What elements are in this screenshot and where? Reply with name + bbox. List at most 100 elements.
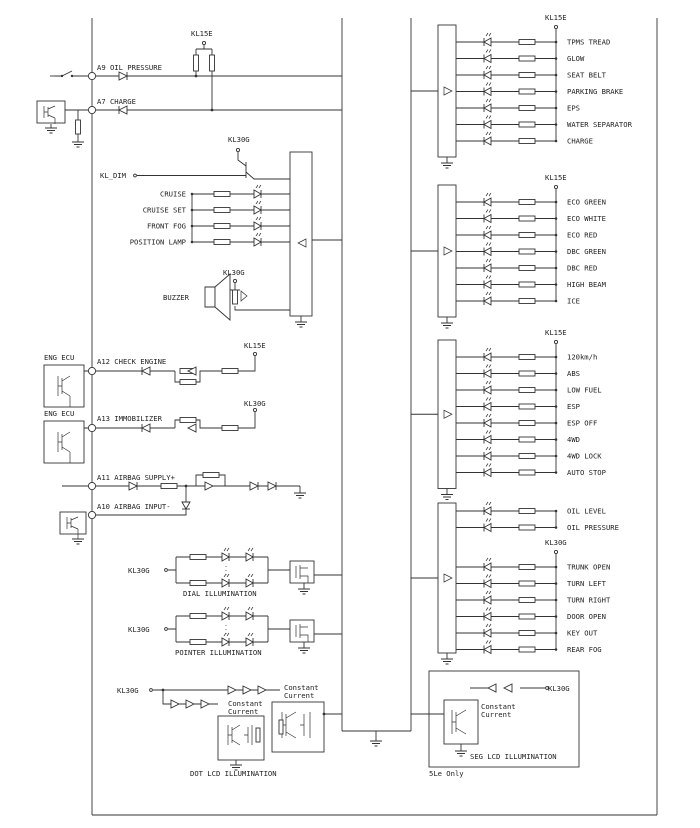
middle-lamp-row: CRUISE SET — [143, 200, 290, 215]
pointer-illumination-label: POINTER ILLUMINATION — [175, 648, 262, 657]
resistor-icon — [518, 420, 536, 426]
resistor-icon — [189, 554, 207, 560]
lamp-label: TURN LEFT — [567, 579, 607, 588]
eng-ecu-section: ENG ECU ENG ECU A12 CHECK ENGINE A13 IMM… — [43, 341, 266, 464]
illumination-section: KL30G KL30G DIAL ILLUMINATION POINTER IL… — [128, 547, 342, 657]
resistor-icon — [518, 138, 536, 144]
mosfet-driver — [289, 560, 315, 584]
lamp-row: LOW FUEL — [456, 380, 602, 395]
led-icon — [483, 230, 492, 240]
frame — [91, 18, 658, 816]
lamp-row: ECO GREEN — [456, 192, 606, 207]
pin-a11-label: A11 AIRBAG SUPPLY+ — [97, 473, 176, 482]
lamp-row: SEAT BELT — [456, 65, 607, 80]
resistor-icon — [518, 370, 536, 377]
resistor-icon — [518, 597, 536, 603]
lamp-label: 120km/h — [567, 353, 597, 362]
lamp-row: ESP — [456, 397, 580, 412]
lamp-row: DBC GREEN — [456, 242, 606, 257]
group-supply-label: KL15E — [545, 173, 567, 182]
resistor-icon — [518, 508, 536, 514]
resistor-icon — [518, 199, 536, 205]
group-supply-label: KL30G — [545, 538, 567, 547]
middle-lamp-label: CRUISE SET — [143, 206, 187, 215]
lamp-row: AUTO STOP — [456, 463, 606, 478]
lamp-row: 120km/h — [456, 347, 597, 362]
lamp-row: GLOW — [456, 49, 585, 64]
group-supply-label: KL15E — [545, 13, 567, 22]
led-icon — [483, 418, 492, 428]
led-icon — [483, 352, 492, 362]
kl30g-dial-label: KL30G — [128, 566, 150, 575]
airbag-section: A11 AIRBAG SUPPLY+ A10 AIRBAG INPUT- — [59, 472, 306, 545]
lamp-label: EPS — [567, 104, 580, 113]
resistor-icon — [518, 248, 536, 255]
led-icon — [483, 136, 492, 146]
lamp-row: ICE — [456, 291, 580, 306]
led-icon — [253, 237, 262, 247]
resistor-icon — [213, 223, 231, 229]
lamp-label: WATER SEPARATOR — [567, 120, 633, 129]
led-icon — [483, 279, 492, 290]
lamp-label: OIL LEVEL — [567, 507, 606, 516]
resistor-icon — [518, 72, 536, 78]
lamp-label: TPMS TREAD — [567, 38, 610, 47]
resistor-icon — [518, 121, 536, 128]
resistor-icon — [518, 436, 536, 443]
pointer-illumination — [164, 606, 342, 654]
led-icon — [483, 119, 492, 130]
lamp-label: ECO WHITE — [567, 214, 606, 223]
lamp-row: ESP OFF — [456, 413, 597, 428]
kl30g-dim-label: KL30G — [228, 135, 250, 144]
resistor-icon — [518, 354, 536, 360]
lamp-label: 4WD LOCK — [567, 452, 602, 461]
ground-icon — [441, 653, 453, 665]
ground-icon — [441, 317, 453, 329]
led-icon — [483, 401, 492, 412]
led-icon — [221, 611, 230, 621]
lamp-label: OIL PRESSURE — [567, 523, 619, 532]
eng-ecu-label-2: ENG ECU — [44, 409, 74, 418]
lamp-row: HIGH BEAM — [456, 275, 607, 290]
seg-constant-current-2: Current — [481, 710, 511, 719]
lamp-label: ECO GREEN — [567, 198, 606, 207]
led-icon — [221, 637, 230, 647]
led-icon — [483, 103, 492, 113]
lamp-row: TURN RIGHT — [456, 590, 611, 605]
led-icon — [483, 296, 492, 306]
led-icon — [245, 637, 254, 647]
lamp-row: WATER SEPARATOR — [456, 115, 633, 130]
kl-dim-label: KL_DIM — [100, 171, 127, 180]
resistor-icon — [518, 646, 536, 653]
lamp-label: KEY OUT — [567, 629, 598, 638]
resistor-icon — [189, 580, 207, 586]
led-icon — [483, 467, 492, 478]
led-icon — [253, 221, 262, 231]
resistor-icon — [518, 88, 536, 95]
middle-lamp-label: CRUISE — [160, 190, 186, 199]
middle-lamp-row: CRUISE — [160, 184, 290, 199]
led-icon — [483, 506, 492, 516]
ground-icon — [298, 583, 310, 595]
kl30g-seg-label: KL30G — [548, 684, 570, 693]
led-icon — [483, 53, 492, 64]
middle-lamp-label: POSITION LAMP — [130, 238, 186, 247]
led-icon — [483, 213, 492, 224]
lamp-row: ABS — [456, 364, 580, 379]
led-icon — [483, 197, 492, 207]
oil-charge-section: A9 OIL PRESSURE A7 CHARGE KL15E — [36, 29, 342, 148]
lamp-row: ECO WHITE — [456, 209, 606, 224]
kl30g-immobilizer-label: KL30G — [244, 399, 266, 408]
dial-illumination-label: DIAL ILLUMINATION — [183, 589, 257, 598]
lamp-group-4: OIL LEVEL OIL PRESSURE — [411, 501, 619, 665]
buzzer-label: BUZZER — [163, 293, 190, 302]
middle-lamp-label: FRONT FOG — [147, 222, 186, 231]
eng-ecu-label-1: ENG ECU — [44, 353, 74, 362]
lamp-label: HIGH BEAM — [567, 280, 607, 289]
resistor-icon — [518, 232, 536, 238]
led-icon — [483, 246, 492, 257]
lamp-label: ABS — [567, 369, 580, 378]
led-icon — [483, 644, 492, 655]
